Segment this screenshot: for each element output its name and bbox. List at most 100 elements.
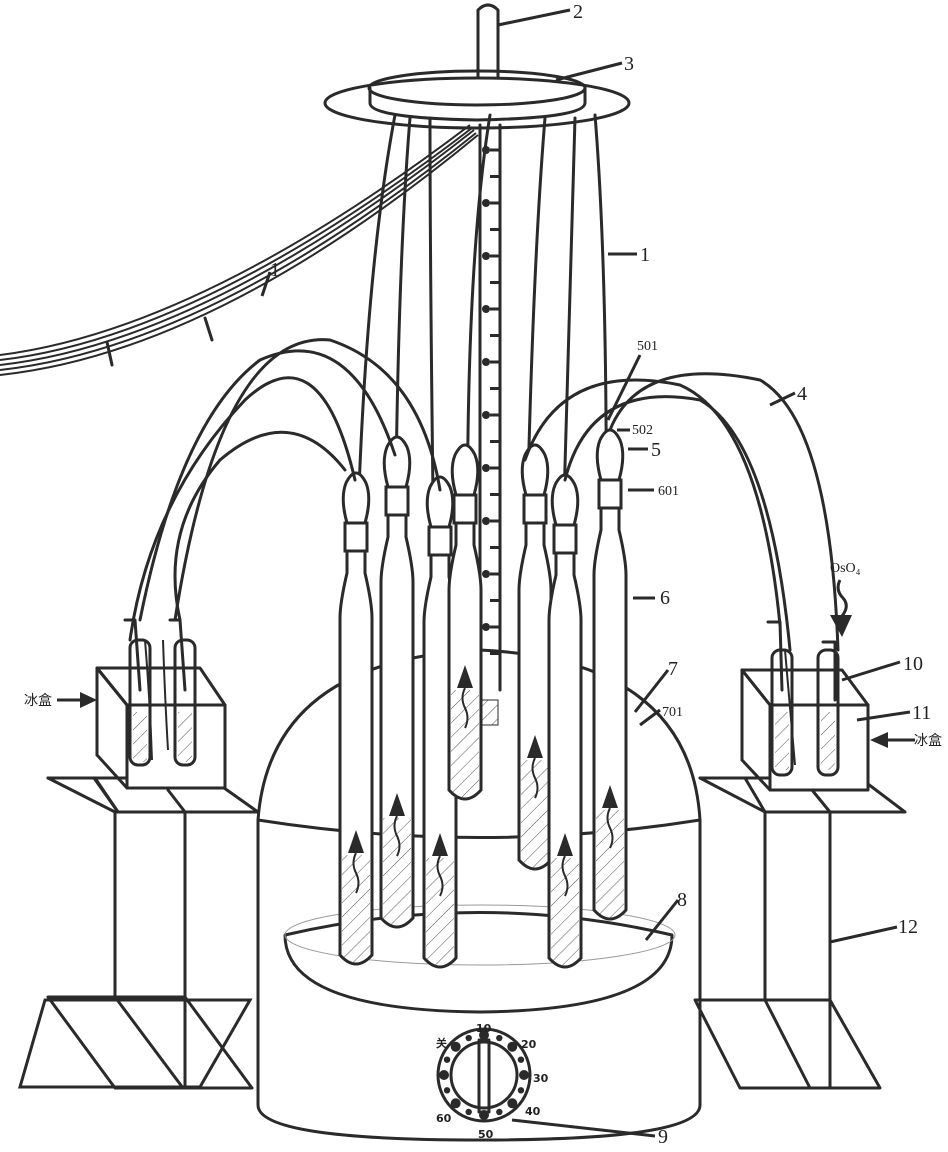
label-7: 7 bbox=[668, 658, 678, 680]
rod-tick-knob bbox=[482, 252, 490, 260]
dial-dot bbox=[507, 1041, 518, 1052]
dial-dot bbox=[465, 1108, 472, 1116]
dial-dot bbox=[443, 1056, 451, 1063]
tube-sample bbox=[521, 760, 549, 868]
rod-ticks bbox=[481, 146, 500, 726]
rod-tick-knob bbox=[482, 358, 490, 366]
rod-tick-knob bbox=[482, 199, 490, 207]
tube-clamp bbox=[597, 478, 623, 510]
tube-arrow bbox=[348, 830, 364, 853]
dial-dot bbox=[519, 1070, 529, 1080]
tube-squiggle bbox=[461, 687, 469, 729]
sample-tube bbox=[517, 443, 553, 871]
label-oso4: OsO₄ bbox=[830, 561, 861, 576]
dial-dot bbox=[517, 1056, 525, 1063]
tube-bulb bbox=[341, 471, 371, 525]
label-12: 12 bbox=[898, 916, 918, 938]
tube-squiggle bbox=[393, 815, 401, 857]
tube-sample bbox=[451, 690, 479, 798]
sample-tube bbox=[447, 443, 483, 801]
dial-dot bbox=[517, 1087, 525, 1094]
dial-off-label: 关 bbox=[436, 1036, 447, 1050]
label-5: 5 bbox=[651, 439, 661, 461]
tube-clamp bbox=[522, 493, 548, 525]
label-601: 601 bbox=[658, 484, 679, 499]
rod-tick-knob bbox=[482, 305, 490, 313]
dial-dot bbox=[496, 1108, 503, 1116]
tube-body bbox=[379, 485, 415, 929]
left-stand bbox=[18, 776, 260, 1090]
timer-dial[interactable] bbox=[436, 1027, 532, 1123]
dial-mark-50: 50 bbox=[478, 1128, 494, 1141]
dial-mark-20: 20 bbox=[521, 1038, 537, 1051]
tube-bulb bbox=[382, 435, 412, 489]
left-ice-box bbox=[95, 618, 227, 790]
right-ice-box bbox=[740, 620, 870, 792]
tube-sample bbox=[596, 810, 624, 918]
rod-tick-knob bbox=[482, 623, 490, 631]
delivery-tubes bbox=[128, 338, 840, 652]
fiber-cable bbox=[0, 124, 479, 376]
tube-squiggle bbox=[606, 807, 614, 849]
tube-bulb bbox=[450, 443, 480, 497]
tube-bulb bbox=[550, 473, 580, 527]
dial-mark-10: 10 bbox=[476, 1022, 492, 1035]
dial-dot bbox=[439, 1070, 449, 1080]
tube-arrow bbox=[527, 735, 543, 758]
label-3: 3 bbox=[624, 53, 634, 75]
tube-squiggle bbox=[352, 852, 360, 894]
label-501: 501 bbox=[637, 339, 658, 354]
sample-tube bbox=[592, 428, 628, 921]
label-6: 6 bbox=[660, 587, 670, 609]
ice-box-left-callout: 冰盒 bbox=[24, 692, 97, 709]
dial-dot bbox=[479, 1030, 489, 1040]
tube-clamp bbox=[343, 521, 369, 553]
tube-clamp bbox=[384, 485, 410, 517]
callout-labels: 2 3 1 1 501 502 5 601 4 6 7 701 8 9 OsO₄… bbox=[260, 1, 942, 1148]
label-8: 8 bbox=[677, 889, 687, 911]
rod-tick-knob bbox=[482, 411, 490, 419]
tube-bulb bbox=[520, 443, 550, 497]
top-cover bbox=[323, 3, 631, 130]
label-2: 2 bbox=[573, 1, 583, 23]
dial-dot bbox=[443, 1087, 451, 1094]
tube-arrow bbox=[602, 785, 618, 808]
dial-dot bbox=[450, 1041, 461, 1052]
tube-sample bbox=[426, 858, 454, 966]
ice-box-left-label: 冰盒 bbox=[24, 692, 52, 709]
tube-arrow bbox=[557, 833, 573, 856]
label-1-cable: 1 bbox=[270, 259, 280, 281]
tube-squiggle bbox=[531, 757, 539, 799]
ice-box-right-label: 冰盒 bbox=[914, 732, 942, 749]
dial-dot bbox=[507, 1098, 518, 1109]
right-stand-12 bbox=[693, 776, 907, 1090]
sample-tube bbox=[379, 435, 415, 929]
tube-sample bbox=[342, 855, 370, 963]
dial-dot bbox=[496, 1034, 503, 1042]
tube-bulb bbox=[595, 428, 625, 482]
rod-tick-knob bbox=[482, 570, 490, 578]
dial-dot bbox=[479, 1110, 489, 1120]
tube-body bbox=[547, 523, 583, 969]
rod-tip bbox=[481, 699, 499, 726]
tube-body bbox=[338, 521, 374, 966]
tube-squiggle bbox=[561, 855, 569, 897]
sample-tube bbox=[547, 473, 583, 969]
rod-tick-knob bbox=[482, 517, 490, 525]
tube-bulb bbox=[425, 475, 455, 529]
tube-clamp bbox=[427, 525, 453, 557]
sample-tube bbox=[338, 471, 374, 966]
dial-mark-60: 60 bbox=[436, 1112, 452, 1125]
label-502: 502 bbox=[632, 423, 653, 438]
dial-dot bbox=[450, 1098, 461, 1109]
tube-arrow bbox=[389, 793, 405, 816]
dial-mark-40: 40 bbox=[525, 1105, 541, 1118]
tube-arrow bbox=[457, 665, 473, 688]
dial-labels: 关 10 20 30 40 50 60 bbox=[436, 1022, 549, 1141]
tube-arrow bbox=[432, 833, 448, 856]
tube-body bbox=[592, 478, 628, 921]
dial-dot bbox=[465, 1034, 472, 1042]
label-11: 11 bbox=[912, 702, 931, 724]
graduated-rod bbox=[478, 123, 502, 692]
